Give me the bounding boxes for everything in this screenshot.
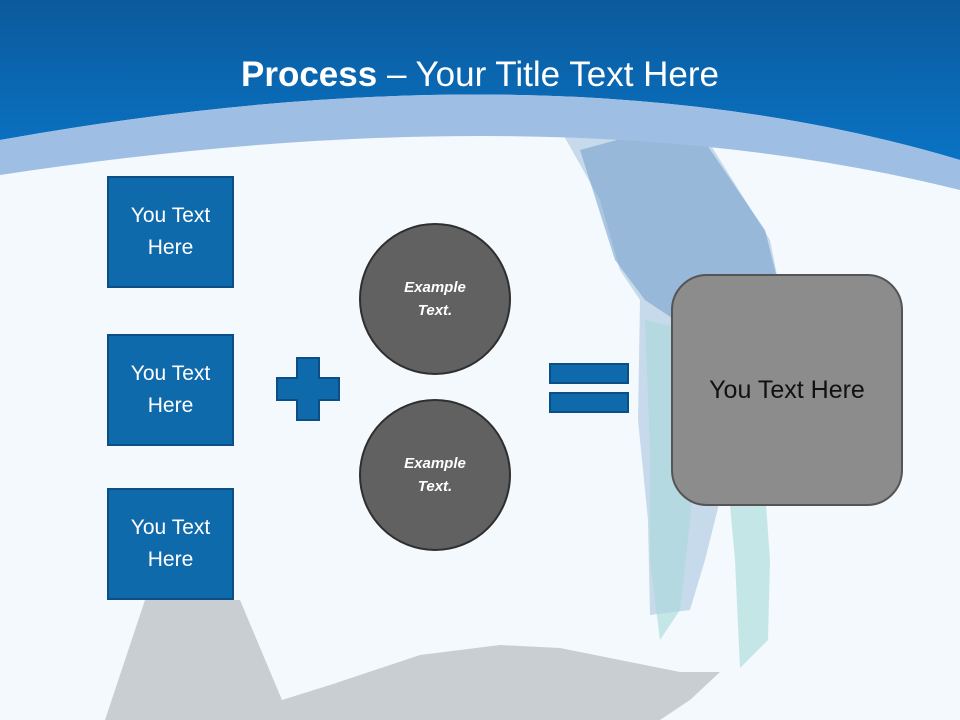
- text-box-line: Here: [147, 236, 194, 259]
- text-box-line: You Text: [130, 362, 211, 385]
- circle-line: Text.: [417, 478, 453, 495]
- text-box-line: Here: [147, 548, 194, 571]
- equals-icon: [549, 363, 629, 413]
- text-box-2[interactable]: You Text Here: [107, 334, 234, 446]
- plus-icon: [276, 357, 340, 421]
- text-box-line: You Text: [130, 204, 211, 227]
- example-circle-2[interactable]: Example Text.: [359, 399, 511, 551]
- text-box-line: Here: [147, 394, 194, 417]
- title-bold: Process: [241, 55, 378, 94]
- circle-line: Example: [404, 455, 466, 472]
- result-label: You Text Here: [709, 375, 865, 404]
- slide-title: Process – Your Title Text Here: [0, 52, 960, 98]
- text-box-3[interactable]: You Text Here: [107, 488, 234, 600]
- text-box-1[interactable]: You Text Here: [107, 176, 234, 288]
- title-rest: – Your Title Text Here: [377, 55, 719, 94]
- shadow-shape: [105, 600, 720, 720]
- result-box[interactable]: You Text Here: [671, 274, 903, 506]
- header-band: [0, 0, 960, 160]
- circle-line: Text.: [417, 302, 453, 319]
- example-circle-1[interactable]: Example Text.: [359, 223, 511, 375]
- header-wave: [0, 94, 960, 190]
- text-box-line: You Text: [130, 516, 211, 539]
- circle-line: Example: [404, 279, 466, 296]
